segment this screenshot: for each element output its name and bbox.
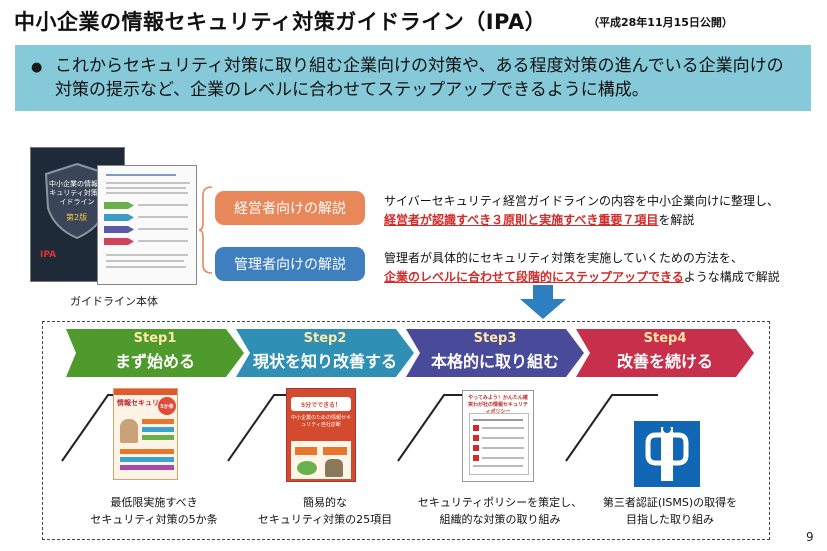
step2-document: 5分でできる！ 中小企業のための情報セキュリティ自社診断	[286, 388, 356, 482]
publish-date: （平成28年11月15日公開）	[588, 16, 733, 29]
step3-caption: セキュリティポリシーを策定し、 組織的な対策の取り組み	[410, 494, 590, 528]
step2-chevron: Step2 現状を知り改善する	[236, 329, 414, 377]
steps-frame	[42, 321, 770, 540]
ipa-logo: IPA	[40, 250, 57, 260]
bracket	[199, 186, 213, 274]
step4-caption: 第三者認証(ISMS)の取得を 目指した取り組み	[590, 494, 750, 528]
step1-caption-line1: 最低限実施すべき	[110, 496, 198, 509]
step1-shape	[66, 329, 244, 377]
step1-document-badge: 5か条	[158, 397, 176, 415]
step3-name: 本格的に取り組む	[430, 352, 559, 371]
book-caption: ガイドライン本体	[70, 295, 158, 308]
executive-desc-line1: サイバーセキュリティ経営ガイドラインの内容を中小企業向けに整理し、	[384, 194, 780, 208]
step1-caption-line2: セキュリティ対策の5か条	[90, 513, 218, 526]
step3-number: Step3	[473, 331, 517, 346]
step3-document-title: やってみよう！かんたん確実わが社の情報セキュリティポリシー	[467, 395, 528, 415]
step3-chevron: Step3 本格的に取り組む	[406, 329, 584, 377]
summary-text: これからセキュリティ対策に取り組む企業向けの対策や、ある程度対策の進んでいる企業…	[55, 56, 784, 100]
step4-chevron: Step4 改善を続ける	[576, 329, 754, 377]
manager-desc-line1: 管理者が具体的にセキュリティ対策を実施していくための方法を、	[384, 251, 743, 265]
step2-document-subtitle: 中小企業のための情報セキュリティ自社診断	[291, 415, 352, 428]
step3-shape	[406, 329, 584, 377]
manager-desc-emphasis: 企業のレベルに合わせて段階的にステップアップできる	[384, 270, 684, 284]
step4-shape	[576, 329, 754, 377]
step4-caption-line2: 目指した取り組み	[626, 513, 714, 526]
bullet-icon: ●	[31, 60, 43, 75]
executive-desc-rest: を解説	[658, 213, 695, 227]
step1-number: Step1	[133, 331, 177, 346]
page-number: 9	[806, 530, 814, 544]
step3-caption-line2: 組織的な対策の取り組み	[439, 513, 561, 526]
step2-caption: 簡易的な セキュリティ対策の25項目	[250, 494, 400, 528]
step1-chevron: Step1 まず始める	[66, 329, 244, 377]
step4-number: Step4	[643, 331, 687, 346]
book-cover-version: 第2版	[66, 213, 88, 222]
summary-banner: ● これからセキュリティ対策に取り組む企業向けの対策や、ある程度対策の進んでいる…	[15, 45, 811, 111]
step1-caption: 最低限実施すべき セキュリティ対策の5か条	[80, 494, 228, 528]
step1-document-title: 情報セキュリティ	[117, 399, 173, 407]
step2-caption-line2: セキュリティ対策の25項目	[257, 513, 393, 526]
executive-desc-emphasis: 経営者が認識すべき３原則と実施すべき重要７項目	[384, 213, 659, 227]
executive-guide-description: サイバーセキュリティ経営ガイドラインの内容を中小企業向けに整理し、 経営者が認識…	[384, 192, 779, 230]
step2-shape	[236, 329, 414, 377]
isms-logo-icon	[634, 421, 700, 487]
manager-guide-label: 管理者向けの解説	[215, 247, 365, 281]
step3-document: やってみよう！かんたん確実わが社の情報セキュリティポリシー	[462, 390, 534, 482]
step1-document: 情報セキュリティ 5か条	[113, 388, 178, 480]
executive-guide-label: 経営者向けの解説	[215, 191, 365, 225]
step2-name: 現状を知り改善する	[252, 352, 397, 371]
step4-name: 改善を続ける	[616, 352, 713, 371]
step3-caption-line1: セキュリティポリシーを策定し、	[417, 496, 583, 509]
step4-caption-line1: 第三者認証(ISMS)の取得を	[602, 496, 738, 509]
step1-name: まず始める	[114, 352, 195, 371]
manager-desc-rest: ような構成で解説	[683, 270, 780, 284]
down-arrow-icon	[520, 285, 566, 319]
page-title: 中小企業の情報セキュリティ対策ガイドライン（IPA）	[14, 10, 547, 34]
book-cover-title: 中小企業の情報セキュリティ対策ガイドライン	[49, 180, 105, 206]
step2-caption-line1: 簡易的な	[303, 496, 347, 509]
manager-guide-description: 管理者が具体的にセキュリティ対策を実施していくための方法を、 企業のレベルに合わ…	[384, 249, 780, 287]
guideline-book-page	[97, 165, 197, 285]
step2-document-badge: 5分でできる！	[291, 397, 351, 411]
step2-number: Step2	[303, 331, 347, 346]
